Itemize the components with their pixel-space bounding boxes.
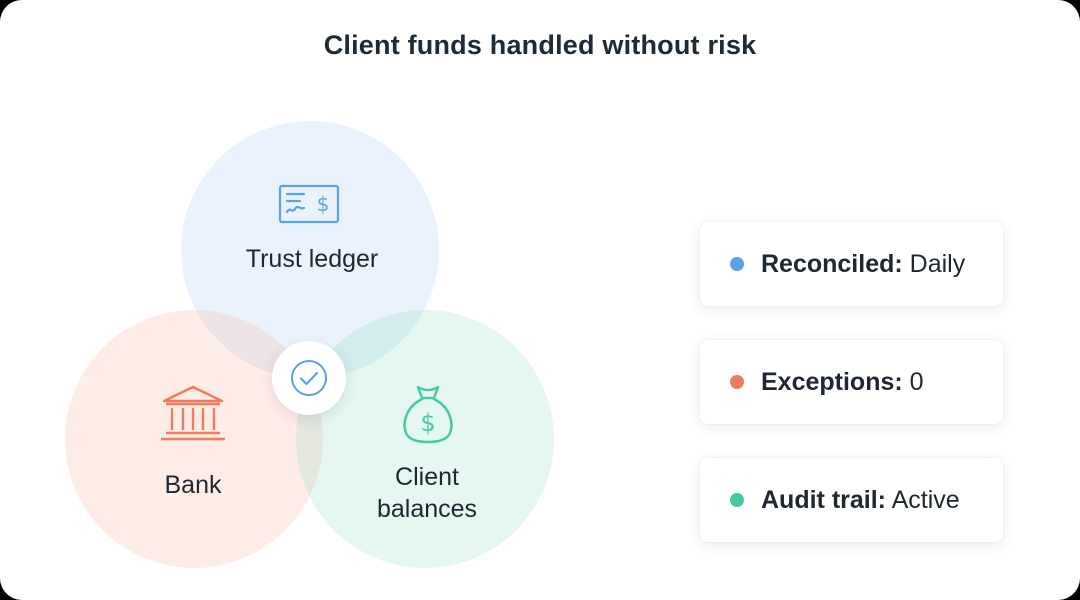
check-circle-icon — [291, 360, 327, 396]
client-balances-label-line2: balances — [376, 495, 478, 523]
trust-ledger-circle — [181, 121, 439, 379]
status-dot-blue — [730, 257, 744, 271]
bank-building-icon — [161, 385, 225, 441]
status-text: Exceptions: 0 — [761, 368, 924, 397]
status-card-audit-trail: Audit trail: Active — [700, 458, 1003, 542]
trust-ledger-label: Trust ledger — [245, 245, 379, 273]
svg-text:$: $ — [420, 409, 435, 437]
client-balances-label: Client balances — [327, 461, 527, 525]
status-value: Active — [891, 485, 960, 514]
status-text: Audit trail: Active — [761, 486, 960, 515]
status-card-exceptions: Exceptions: 0 — [700, 340, 1003, 424]
status-key: Audit trail: — [761, 485, 886, 514]
status-dot-orange — [730, 375, 744, 389]
status-key: Exceptions: — [761, 367, 903, 396]
center-check-badge — [272, 341, 346, 415]
svg-text:$: $ — [317, 192, 330, 216]
money-bag-icon: $ — [403, 385, 453, 444]
status-value: Daily — [909, 249, 966, 278]
client-balances-circle — [296, 310, 554, 568]
status-key: Reconciled: — [761, 249, 903, 278]
client-balances-label-line1: Client — [395, 463, 459, 491]
status-text: Reconciled: Daily — [761, 250, 965, 279]
cheque-icon: $ — [278, 184, 340, 224]
status-value: 0 — [909, 367, 924, 396]
status-card-reconciled: Reconciled: Daily — [700, 222, 1003, 306]
status-dot-green — [730, 493, 744, 507]
page-title: Client funds handled without risk — [323, 30, 757, 60]
bank-label: Bank — [164, 471, 222, 499]
